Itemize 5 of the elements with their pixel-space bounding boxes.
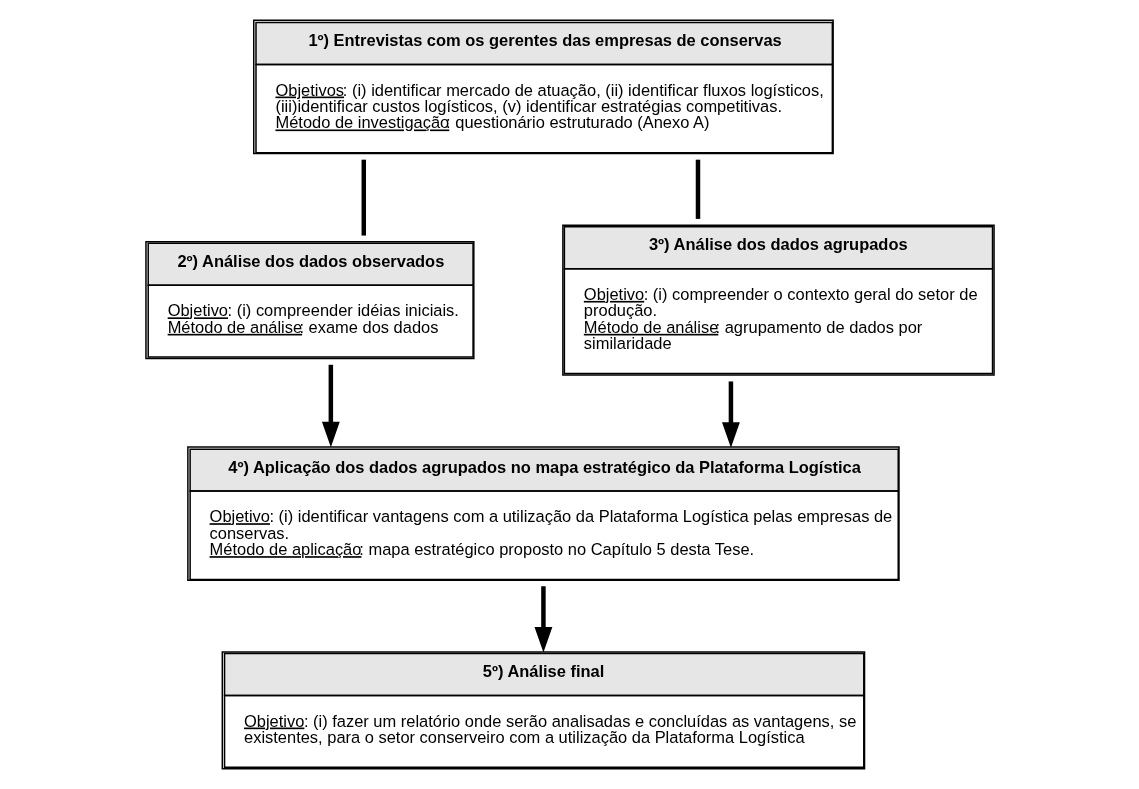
arrow bbox=[534, 586, 552, 653]
connector bbox=[695, 159, 700, 219]
arrow bbox=[721, 381, 740, 448]
connector bbox=[361, 159, 366, 236]
arrow bbox=[321, 364, 340, 448]
